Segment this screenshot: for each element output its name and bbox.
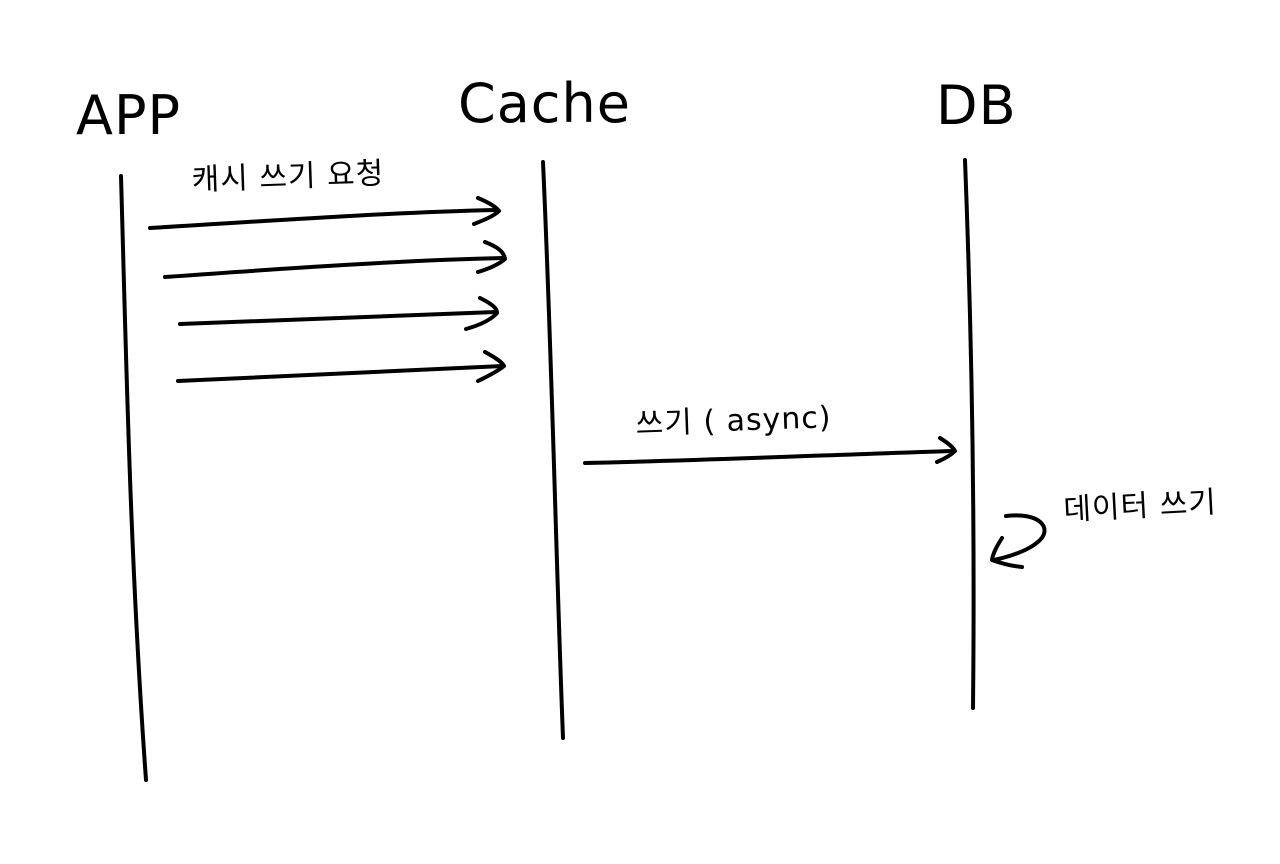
lifeline-cache: [541, 160, 565, 740]
lifeline-db: [963, 158, 976, 710]
arrow-request-4: [176, 350, 506, 383]
lifeline-app: [119, 174, 148, 782]
arrow-async-write: [583, 436, 957, 465]
actor-label-db: DB: [936, 74, 1017, 137]
arrow-self-data-write: [990, 513, 1047, 569]
message-label-async-write: 쓰기 ( async): [635, 400, 832, 442]
message-label-data-write: 데이터 쓰기: [1063, 485, 1218, 528]
arrow-request-1: [148, 196, 501, 230]
arrow-request-3: [178, 296, 499, 331]
actor-label-cache: Cache: [458, 72, 631, 135]
message-label-cache-write-request: 캐시 쓰기 요청: [191, 156, 385, 198]
actor-label-app: APP: [76, 84, 181, 147]
arrow-request-2: [163, 240, 507, 279]
